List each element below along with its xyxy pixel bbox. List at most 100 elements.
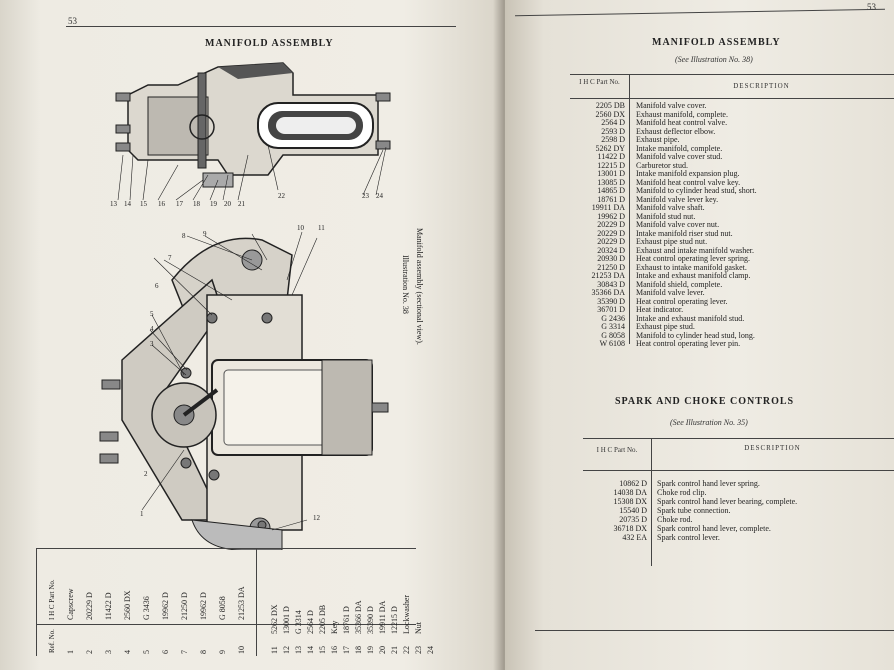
top-callout: 23 [362, 192, 369, 200]
part-description: Intake manifold riser stud nut. [636, 228, 733, 238]
part-description: Heat control operating lever. [636, 296, 728, 306]
bottom-callout: 9 [203, 230, 207, 238]
legend-part: 12215 D [390, 606, 399, 634]
legend-ref: 9 [218, 650, 227, 654]
legend-part: 5262 DX [270, 604, 279, 634]
bottom-callout: 2 [144, 470, 148, 478]
part-number: G 2436 [601, 313, 625, 323]
part-description: Manifold stud nut. [636, 211, 696, 221]
legend-part: G 3314 [294, 610, 303, 634]
bottom-callout: 8 [182, 232, 186, 240]
section-title-spark-choke: SPARK AND CHOKE CONTROLS [615, 396, 795, 407]
top-callout: 20 [224, 200, 231, 208]
legend-part: 2560 DX [123, 590, 132, 620]
part-description: Manifold valve cover nut. [636, 220, 720, 229]
top-callout: 15 [140, 200, 147, 208]
bottom-callout: 10 [297, 224, 304, 232]
part-description: Exhaust and intake manifold washer. [636, 245, 754, 255]
part-description: Intake manifold expansion plug. [636, 169, 740, 178]
part-description: Manifold valve cover stud. [636, 152, 723, 161]
legend-ref: 13 [294, 646, 303, 654]
part-description: Heat indicator. [636, 305, 684, 314]
top-callout: 24 [376, 192, 383, 200]
legend-ref: 14 [306, 646, 315, 654]
part-description: Manifold heat control valve key. [636, 177, 741, 187]
manifold-side-section-illustration [115, 62, 391, 201]
part-number: 20229 D [597, 220, 625, 229]
part-number: W 6108 [599, 339, 625, 348]
bottom-callout: 6 [155, 282, 159, 290]
part-number: 15308 DX [613, 497, 647, 506]
legend-part: 21250 D [180, 592, 189, 620]
part-number: 30843 D [597, 279, 625, 289]
part-number: 432 EA [622, 533, 647, 542]
part-description: Manifold heat control valve. [636, 118, 728, 127]
legend-ref: 16 [330, 646, 339, 654]
legend-ref: 5 [142, 650, 151, 654]
legend-ref: 1 [66, 650, 75, 654]
legend-ref: 24 [426, 646, 435, 654]
legend-part: 19911 DA [378, 600, 387, 634]
legend-part: 35366 DA [354, 600, 363, 634]
legend-part: G 8058 [218, 596, 227, 620]
legend-part: 2564 D [306, 610, 315, 634]
section-subtitle-manifold: (See Illustration No. 38) [675, 55, 753, 64]
part-description: Intake and exhaust manifold clamp. [636, 271, 751, 280]
part-number: 11422 D [597, 152, 625, 161]
top-callout: 16 [158, 200, 165, 208]
part-description: Exhaust pipe. [636, 135, 680, 144]
part-number: 20324 D [597, 245, 625, 255]
right-page: 53 MANIFOLD ASSEMBLY (See Illustration N… [505, 0, 894, 670]
part-description: Exhaust pipe stud. [636, 322, 695, 331]
bottom-callout: 5 [150, 310, 154, 318]
top-callout: 13 [110, 200, 117, 208]
illustration-caption-number: Illustration No. 38 [401, 255, 410, 314]
part-number: 20735 D [619, 515, 647, 524]
legend-ref-header: Ref. No. [48, 629, 56, 653]
part-number: 2593 D [601, 126, 625, 136]
part-number: G 3314 [601, 322, 625, 331]
part-description: Manifold to cylinder head stud, long. [636, 330, 755, 340]
top-callout: 17 [176, 200, 183, 208]
part-description: Intake and exhaust manifold stud. [636, 313, 745, 323]
part-number: 35366 DA [591, 288, 625, 297]
part-number: 14038 DA [613, 488, 647, 497]
left-header-rule [66, 26, 456, 27]
section-subtitle-spark-choke: (See Illustration No. 35) [670, 418, 748, 427]
part-description: Manifold shield, complete. [636, 279, 723, 289]
left-page: 53 MANIFOLD ASSEMBLY 13 14 15 16 17 18 1… [0, 0, 505, 670]
part-number: 21250 D [597, 262, 625, 272]
legend-ref: 21 [390, 646, 399, 654]
part-number: 19911 DA [591, 203, 625, 212]
legend-ref: 10 [237, 646, 246, 654]
part-description: Choke rod. [657, 515, 693, 524]
part-number: 15540 D [619, 506, 647, 515]
legend-part-header: I H C Part No. [48, 579, 56, 620]
top-callout: 19 [210, 200, 217, 208]
legend-part: 11422 D [104, 592, 113, 620]
legend-part: 35390 D [366, 606, 375, 634]
part-description: Spark control hand lever spring. [657, 479, 760, 488]
section-title-manifold: MANIFOLD ASSEMBLY [652, 37, 781, 48]
manifold-top-view-illustration [99, 231, 389, 550]
part-description: Choke rod clip. [657, 488, 707, 497]
part-description: Spark control hand lever, complete. [657, 524, 771, 533]
legend-part: 19962 D [199, 592, 208, 620]
part-description: Exhaust manifold, complete. [636, 109, 728, 119]
legend-ref: 6 [161, 650, 170, 654]
top-callout: 22 [278, 192, 285, 200]
part-description: Spark control hand lever bearing, comple… [657, 497, 798, 506]
top-callout: 21 [238, 200, 245, 208]
part-number: 19962 D [597, 211, 625, 221]
part-description: Heat control operating lever spring. [636, 254, 750, 263]
legend-ref: 18 [354, 646, 363, 654]
legend-ref: 8 [199, 650, 208, 654]
part-number: 2564 D [601, 118, 625, 127]
left-page-title: MANIFOLD ASSEMBLY [205, 38, 334, 49]
bottom-callout: 1 [140, 510, 144, 518]
part-description: Manifold valve shaft. [636, 203, 705, 212]
right-footer-rule [535, 630, 894, 631]
col-header-description: DESCRIPTION [733, 82, 790, 90]
